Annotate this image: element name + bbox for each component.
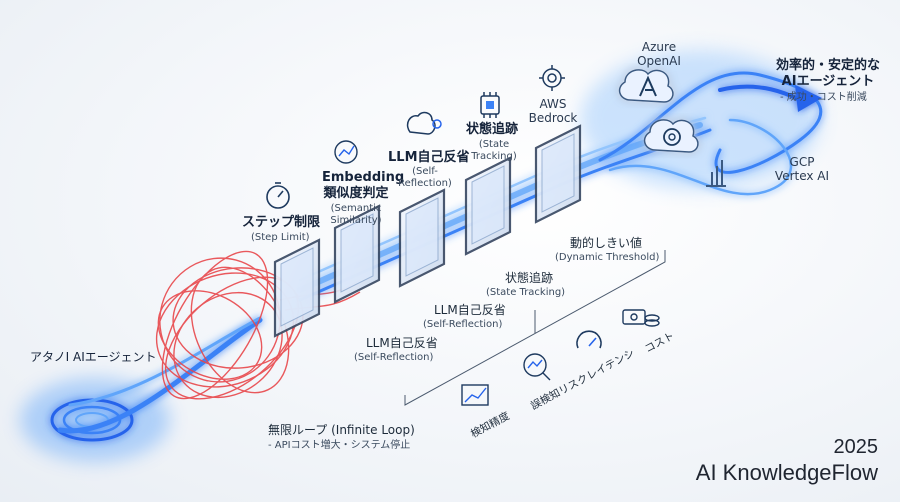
evaluation-bracket [404, 250, 666, 406]
lower-self-reflection-1-sub: (Self-Reflection) [354, 352, 434, 363]
lower-state-tracking-sub: (State Tracking) [486, 287, 566, 298]
goal-agent-note: - 成功・コスト削減 [780, 92, 867, 103]
brain-gear-icon [406, 111, 442, 135]
lower-dynamic-threshold-title: 動的しきい値 [570, 236, 643, 250]
gate-step-limit-sub: (Step Limit) [251, 232, 310, 243]
gcp-chart-icon [706, 160, 726, 187]
lower-self-reflection-1-title: LLM自己反省 [366, 336, 438, 350]
gates [273, 124, 582, 338]
gate-self-reflection-title: LLM自己反省 [388, 150, 470, 165]
gate-embedding-panel [333, 204, 381, 304]
gate-state-tracking-title: 状態追跡 [466, 122, 519, 137]
infinite-loop-title: 無限ループ (Infinite Loop) [268, 423, 415, 437]
aws-gear-icon [539, 65, 565, 91]
metric-latency-icon [576, 330, 602, 349]
infinite-loop-note: - APIコスト増大・システム停止 [268, 440, 411, 451]
metric-detection-accuracy-icon [461, 384, 489, 406]
stopwatch-icon [266, 182, 290, 209]
metric-false-positive-icon [523, 353, 551, 381]
vector-similarity-icon [334, 140, 358, 164]
lower-dynamic-threshold-sub: (Dynamic Threshold) [555, 252, 660, 263]
gate-self-reflection-sub: (Self-Reflection) [398, 166, 452, 189]
openai-cloud-icon [643, 119, 699, 153]
lower-self-reflection-2-title: LLM自己反省 [434, 303, 506, 317]
lower-self-reflection-2-sub: (Self-Reflection) [423, 319, 503, 330]
gate-aws-bedrock-panel [534, 124, 582, 224]
chip-icon [480, 92, 500, 118]
metric-cost-icon [622, 309, 660, 327]
footer-brand: AI KnowledgeFlow [695, 460, 878, 485]
gate-self-reflection-panel [398, 188, 446, 288]
footer-year: 2025 [833, 436, 879, 458]
gate-step-limit-panel [273, 238, 321, 338]
gate-step-limit-title: ステップ制限 [242, 215, 321, 230]
start-glow [20, 378, 170, 462]
lower-state-tracking-title: 状態追跡 [505, 271, 554, 285]
start-agent-label: アタノI AIエージェント [30, 350, 157, 364]
azure-cloud-icon [618, 69, 674, 103]
gate-state-tracking-panel [464, 156, 512, 256]
